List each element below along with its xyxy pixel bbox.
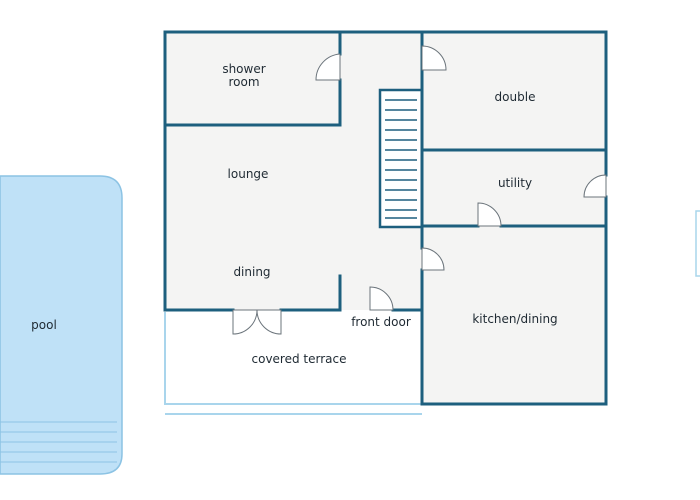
room-labels: shower room double lounge utility dining…	[222, 62, 557, 329]
staircase	[378, 88, 424, 229]
double-label: double	[495, 90, 536, 104]
pool: pool	[0, 175, 123, 475]
covered-terrace: covered terrace	[164, 312, 422, 415]
kitchen-dining-label: kitchen/dining	[472, 312, 557, 326]
shower-room-label-line2: room	[228, 75, 259, 89]
covered-terrace-label: covered terrace	[252, 352, 347, 366]
front-door-label: front door	[351, 315, 411, 329]
lounge-label: lounge	[228, 167, 269, 181]
pool-steps	[0, 421, 117, 463]
shower-room-label-line1: shower	[222, 62, 265, 76]
doors	[232, 45, 607, 335]
dining-label: dining	[233, 265, 270, 279]
neighbor-outline	[695, 210, 700, 277]
pool-basin	[0, 175, 123, 475]
utility-label: utility	[498, 176, 532, 190]
pool-label: pool	[31, 318, 57, 332]
terrace-outline	[164, 312, 422, 405]
